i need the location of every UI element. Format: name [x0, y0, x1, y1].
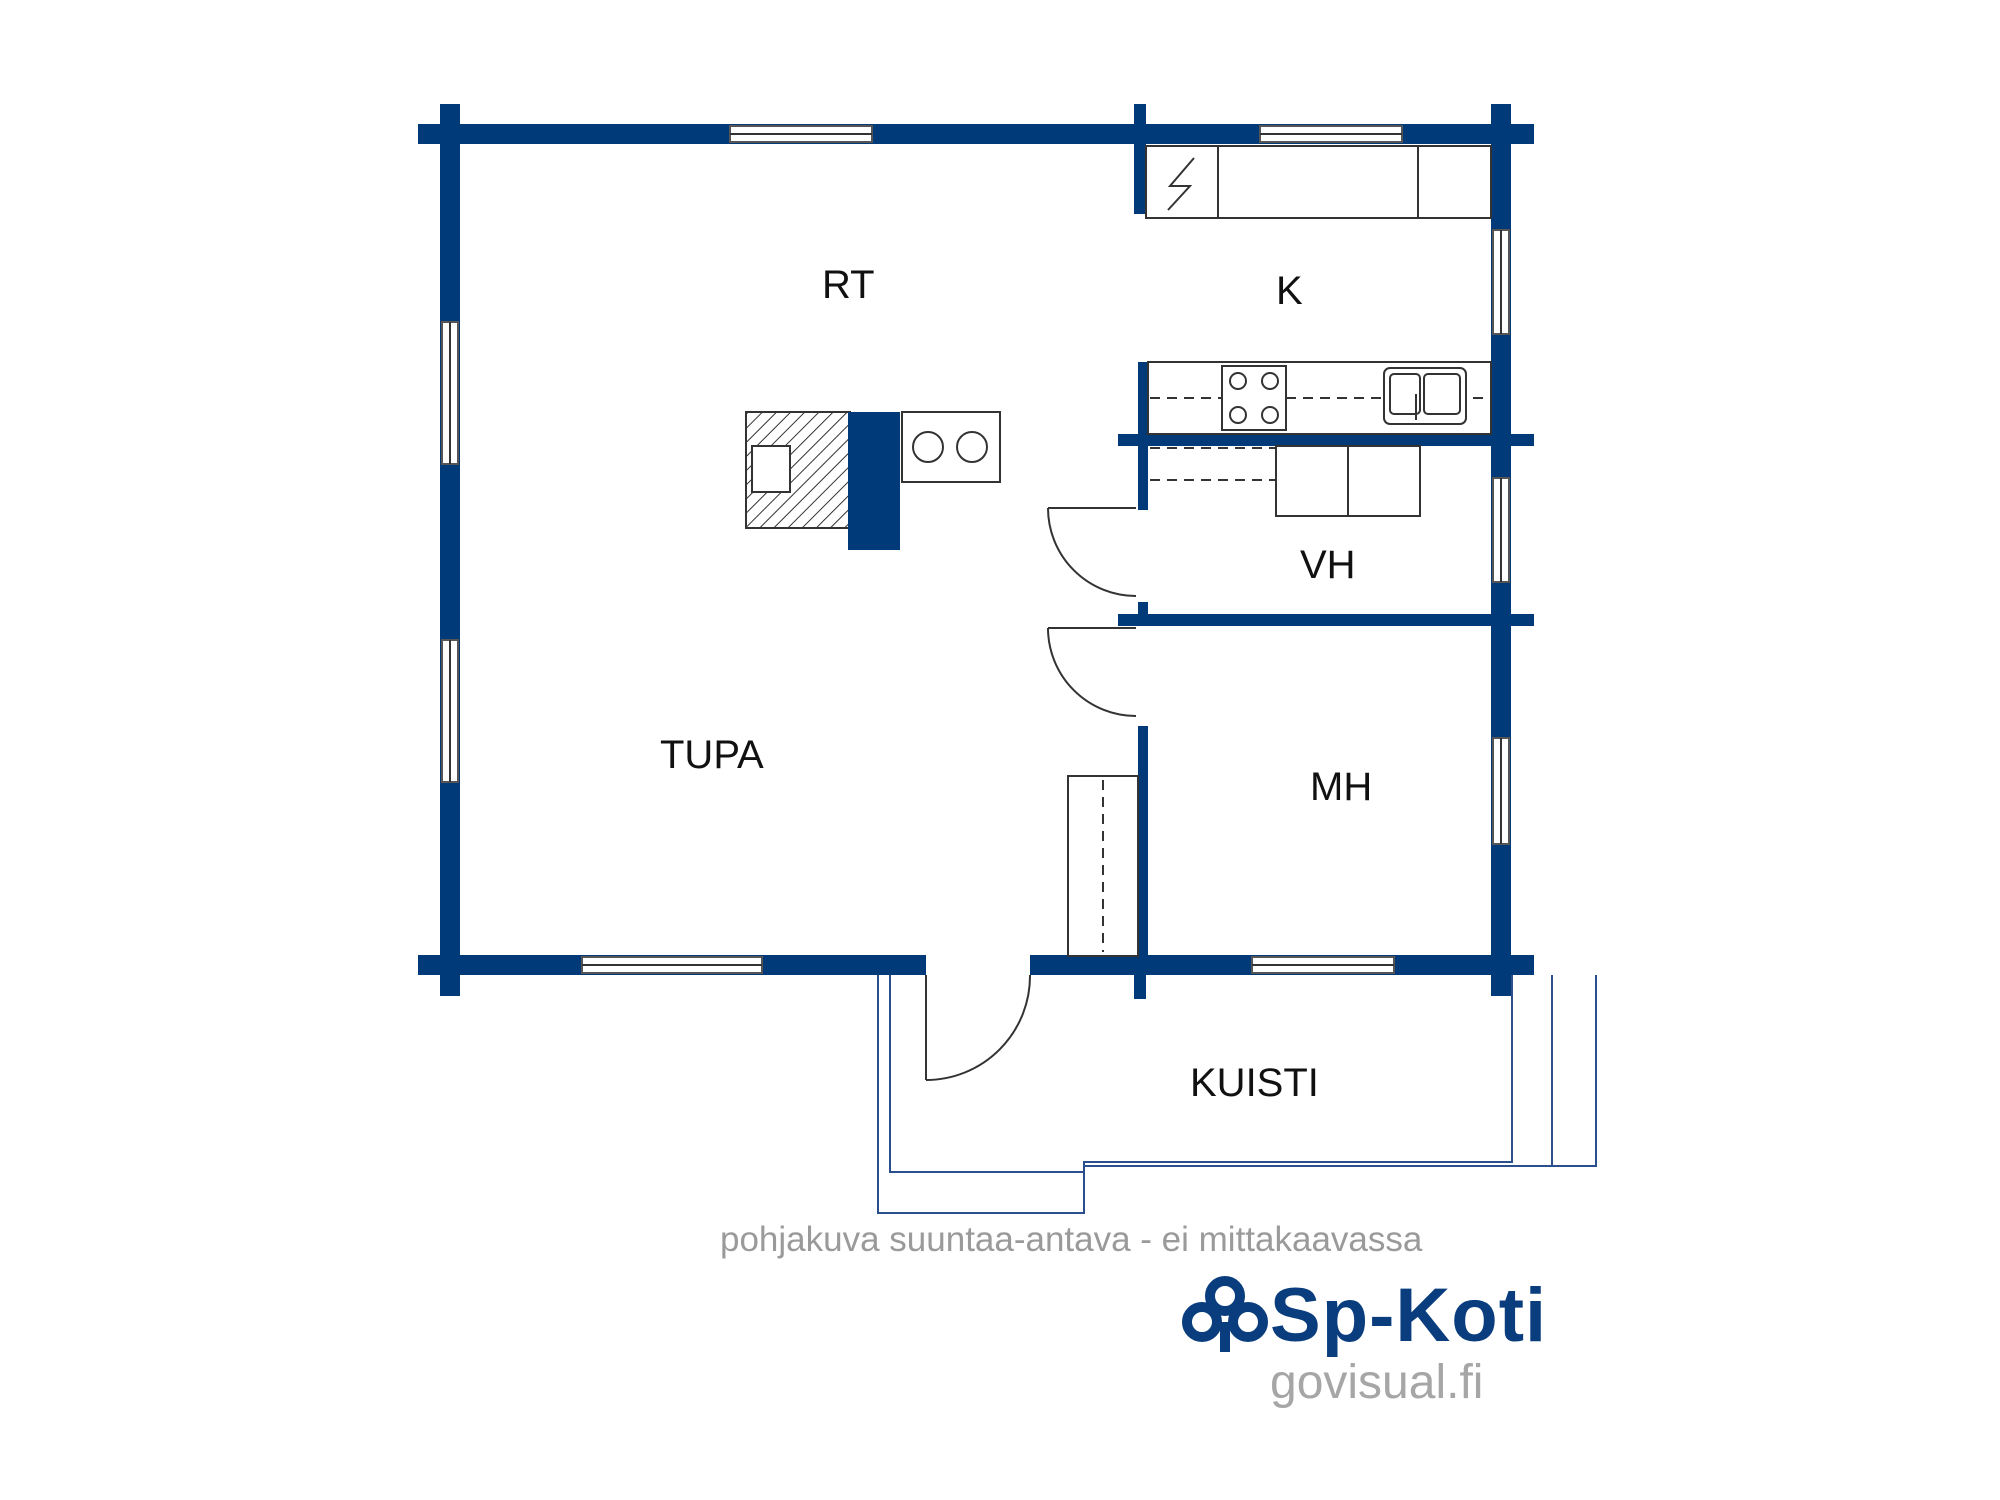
closet — [1067, 775, 1139, 957]
stove-icon — [1221, 365, 1287, 431]
electric-panel-icon — [1167, 157, 1195, 211]
windows — [441, 125, 1510, 974]
doors — [925, 507, 1137, 1081]
porch-outline — [877, 975, 1597, 1214]
room-label-vh: VH — [1300, 543, 1356, 587]
room-label-k: K — [1276, 269, 1303, 313]
website-text: govisual.fi — [1270, 1356, 1484, 1409]
utility-cabinets — [1150, 445, 1421, 517]
upper-kitchen-counter — [1145, 145, 1492, 219]
room-label-kuisti: KUISTI — [1190, 1061, 1319, 1105]
room-label-rt: RT — [822, 263, 875, 307]
lower-kitchen-counter — [1147, 361, 1492, 435]
exterior-walls — [418, 104, 1534, 999]
fireplace — [745, 411, 1001, 550]
room-label-mh: MH — [1310, 765, 1372, 809]
room-label-tupa: TUPA — [660, 733, 764, 777]
interior-walls — [1118, 362, 1534, 966]
fireplace-stove-icon — [901, 411, 1001, 483]
sp-koti-logo-icon — [1182, 1276, 1268, 1352]
disclaimer-text: pohjakuva suuntaa-antava - ei mittakaava… — [720, 1220, 1423, 1259]
brand-name: Sp-Koti — [1270, 1273, 1548, 1358]
